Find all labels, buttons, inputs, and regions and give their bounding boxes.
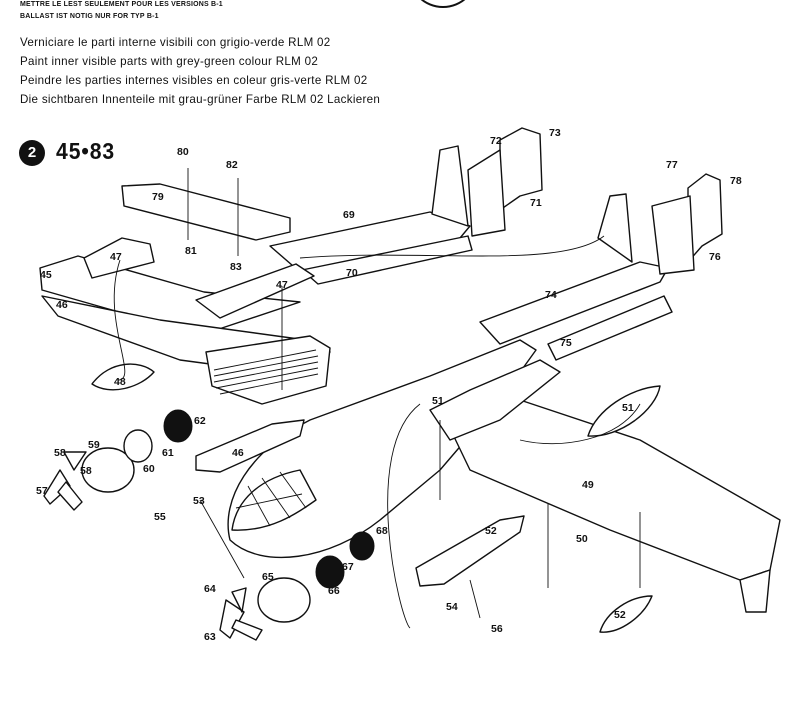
ballast-note-german: BALLAST IST NOTIG NUR FOR TYP B-1 xyxy=(20,13,159,20)
part-label: 50 xyxy=(576,533,588,545)
canopy-frames xyxy=(235,471,307,527)
part-label: 82 xyxy=(226,159,238,171)
cockpit-floor xyxy=(195,419,305,473)
part-label: 77 xyxy=(666,159,678,171)
part-label: 65 xyxy=(262,571,274,583)
part-label: 51 xyxy=(622,402,634,414)
part-label: 80 xyxy=(177,146,189,158)
part-label: 69 xyxy=(343,209,355,221)
ballast-note-french: METTRE LE LEST SEULEMENT POUR LES VERSIO… xyxy=(20,1,223,8)
propeller-left xyxy=(43,409,193,511)
part-label: 52 xyxy=(485,525,497,537)
part-label: 55 xyxy=(154,511,166,523)
instruction-italian: Verniciare le parti interne visibili con… xyxy=(20,36,331,49)
part-label: 73 xyxy=(549,127,561,139)
gear-door-right xyxy=(587,385,661,437)
part-label: 79 xyxy=(152,191,164,203)
radiator-fins xyxy=(213,349,319,395)
instruction-french: Peindre les parties internes visibles en… xyxy=(20,74,368,87)
step-number-badge: 2 xyxy=(19,140,45,166)
part-label: 76 xyxy=(709,251,721,263)
part-label: 60 xyxy=(143,463,155,475)
part-label: 54 xyxy=(446,601,458,613)
part-label: 51 xyxy=(432,395,444,407)
part-label: 70 xyxy=(346,267,358,279)
part-label: 46 xyxy=(56,299,68,311)
assembly-leader-lines xyxy=(113,168,641,629)
part-label: 53 xyxy=(193,495,205,507)
part-label: 78 xyxy=(730,175,742,187)
part-label: 74 xyxy=(545,289,557,301)
part-label: 56 xyxy=(491,623,503,635)
tail-boom-right xyxy=(479,173,723,361)
part-label: 64 xyxy=(204,583,216,595)
part-label: 72 xyxy=(490,135,502,147)
propeller-right xyxy=(219,531,375,641)
part-label: 75 xyxy=(560,337,572,349)
part-label: 57 xyxy=(36,485,48,497)
instruction-english: Paint inner visible parts with grey-gree… xyxy=(20,55,319,68)
gear-door-left xyxy=(91,363,155,391)
part-label: 68 xyxy=(376,525,388,537)
part-label: 48 xyxy=(114,376,126,388)
gear-door-lower xyxy=(599,595,653,633)
part-label: 58 xyxy=(80,465,92,477)
part-label: 59 xyxy=(88,439,100,451)
part-label: 63 xyxy=(204,631,216,643)
nacelle-left xyxy=(39,237,315,333)
part-label: 71 xyxy=(530,197,542,209)
nacelle-right xyxy=(429,359,561,441)
part-label: 81 xyxy=(185,245,197,257)
part-label: 46 xyxy=(232,447,244,459)
part-label: 61 xyxy=(162,447,174,459)
part-label: 47 xyxy=(276,279,288,291)
part-label: 52 xyxy=(614,609,626,621)
part-label: 58 xyxy=(54,447,66,459)
part-label: 83 xyxy=(230,261,242,273)
step-code: 45•83 xyxy=(56,138,116,164)
part-label: 66 xyxy=(328,585,340,597)
instruction-german: Die sichtbaren Innenteile mit grau-grüne… xyxy=(20,93,381,106)
tail-boom-left xyxy=(269,127,543,285)
part-label: 67 xyxy=(342,561,354,573)
part-label: 45 xyxy=(40,269,52,281)
tailplane xyxy=(121,183,291,241)
part-label: 62 xyxy=(194,415,206,427)
part-label: 47 xyxy=(110,251,122,263)
wingtip xyxy=(739,569,771,613)
part-label: 49 xyxy=(582,479,594,491)
gear-bay xyxy=(415,515,525,587)
